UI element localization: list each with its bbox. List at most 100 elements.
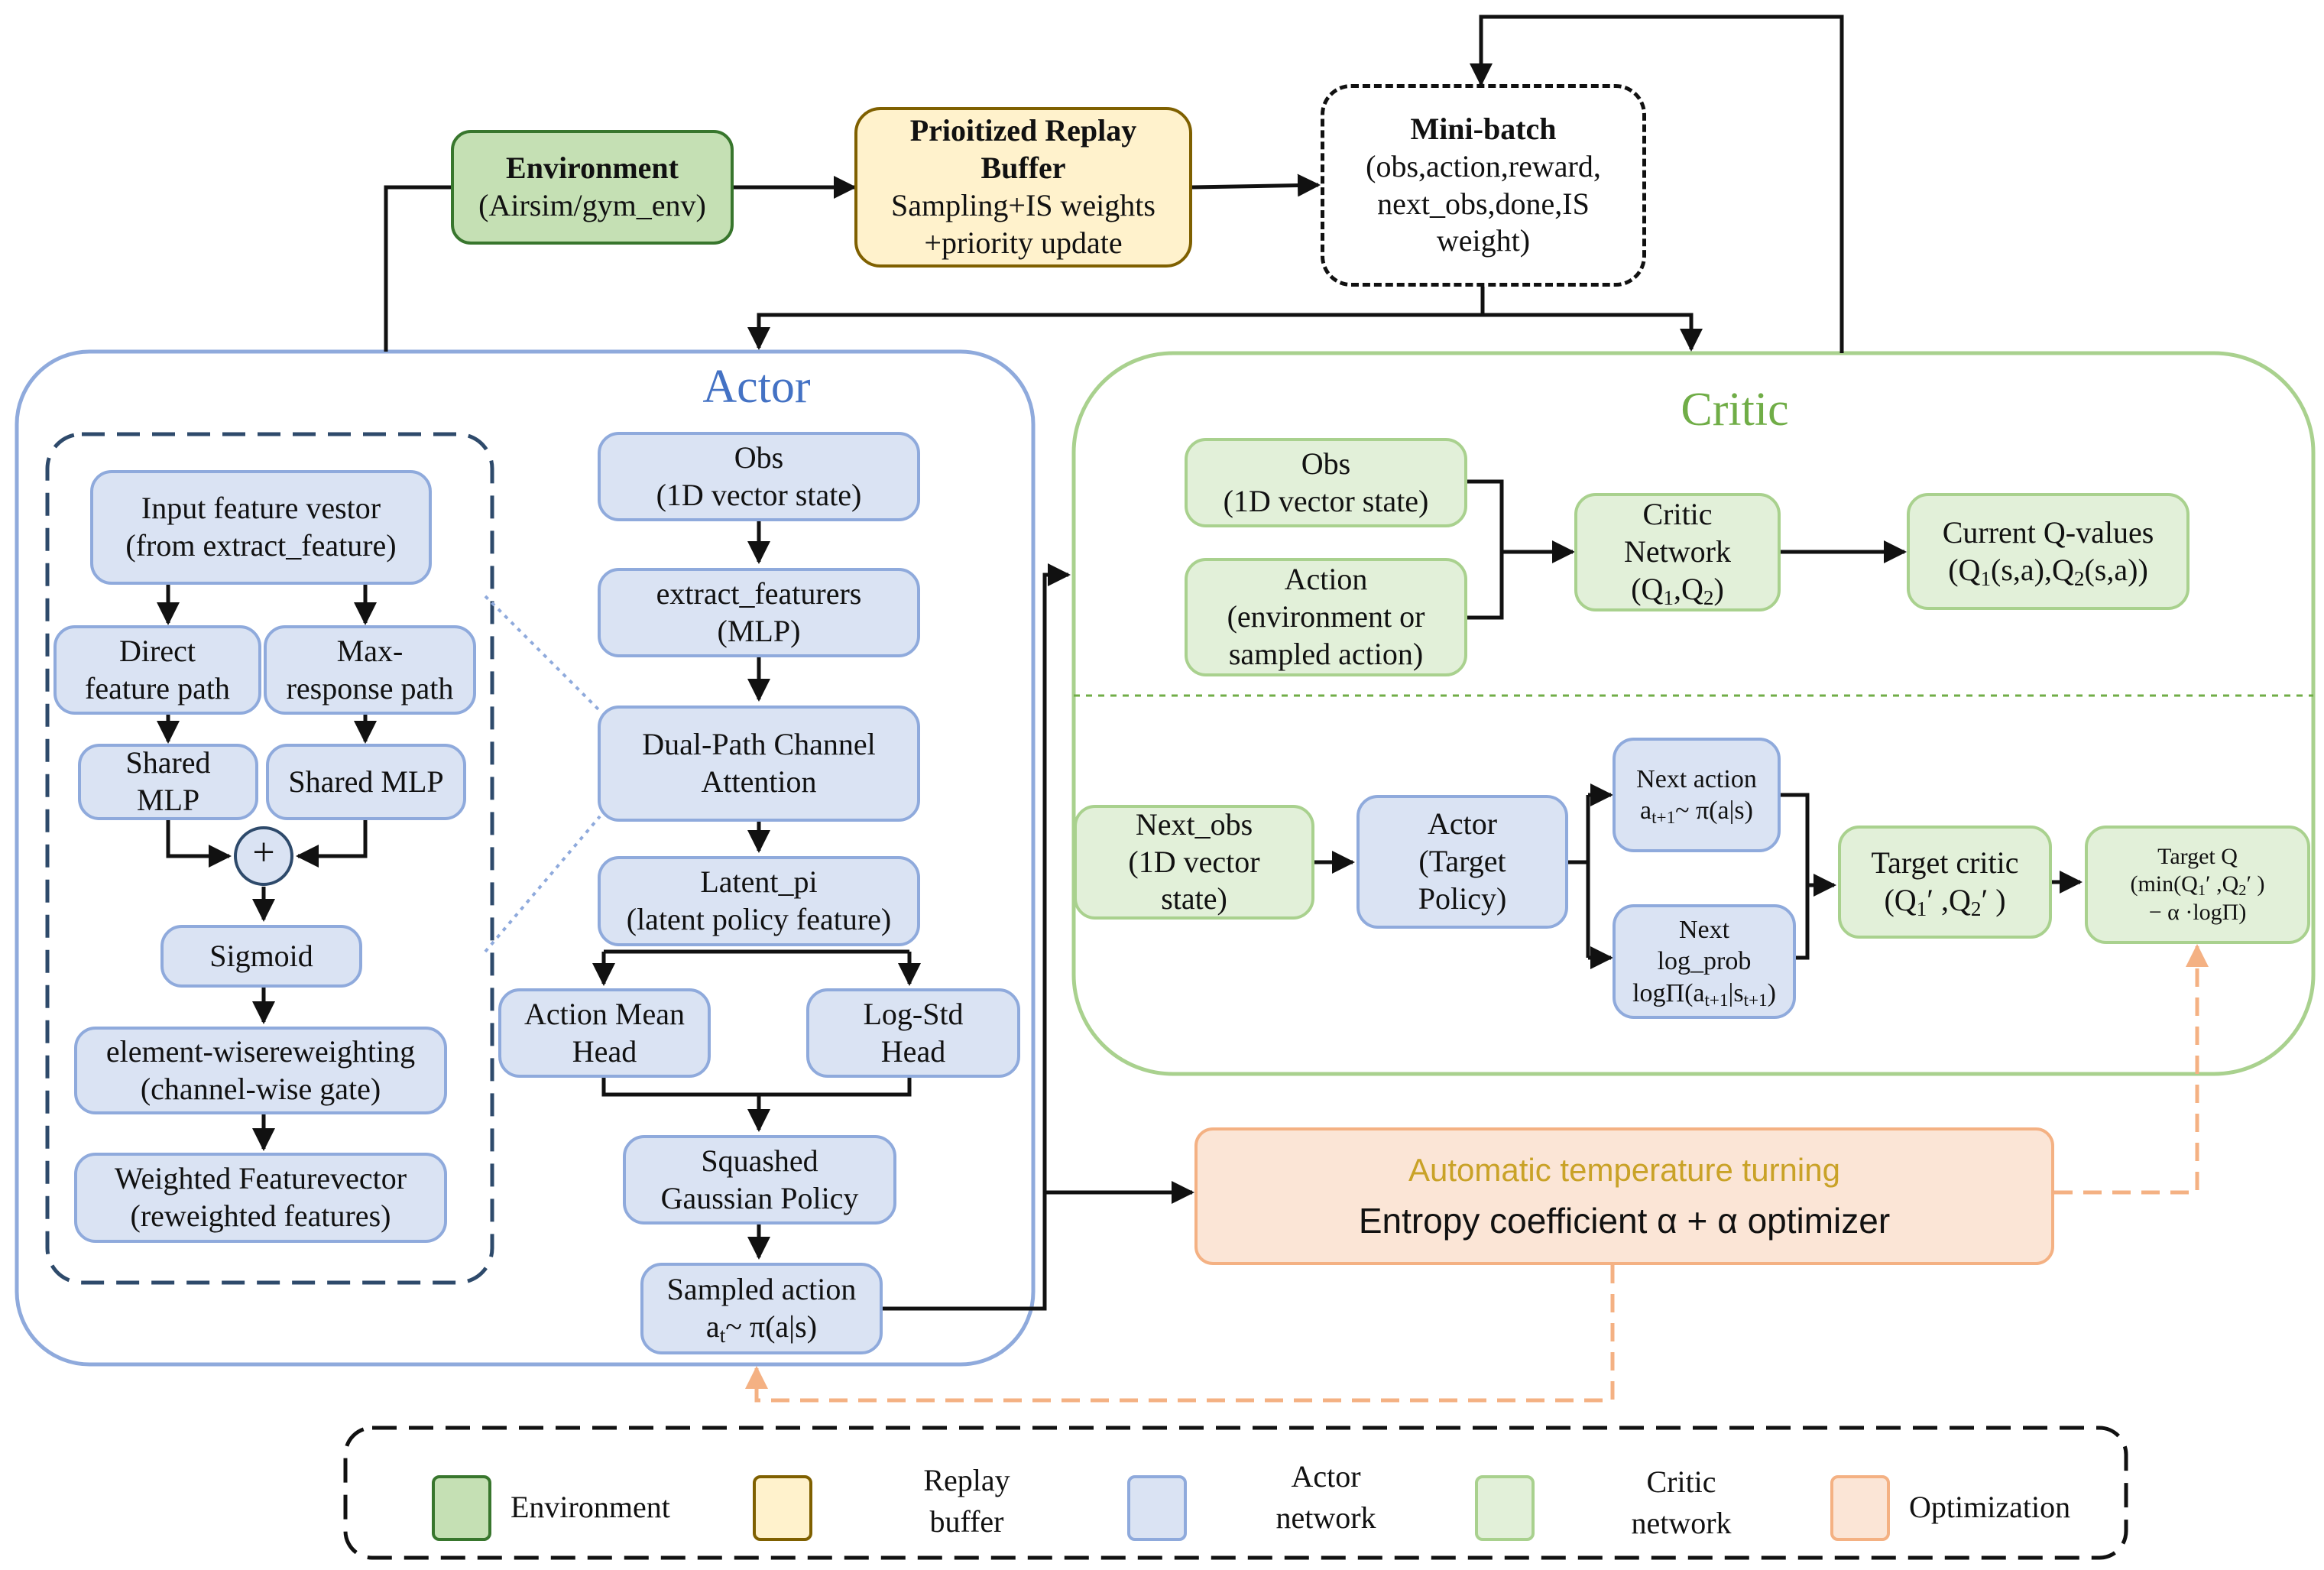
latent-pi-node: Latent_pi (latent policy feature) — [598, 856, 920, 946]
logprob-formula: logΠ(at+1|st+1) — [1632, 978, 1776, 1009]
current-l1: Current Q-values — [1942, 514, 2154, 550]
extract-l1: extract_featurers — [656, 576, 862, 611]
sampled-t: t — [719, 1323, 726, 1347]
cur-p1: (Q — [1948, 552, 1981, 587]
cn-q2: ,Q — [1674, 571, 1703, 606]
cn-close: ) — [1713, 571, 1724, 606]
weighted-l1: Weighted Featurevector — [114, 1161, 407, 1196]
critic-action-l2: (environment or — [1227, 599, 1425, 634]
direct-path-node: Direct feature path — [53, 625, 261, 715]
dual-l1: Dual-Path Channel — [642, 727, 876, 762]
tq-p1: (min(Q — [2130, 871, 2198, 897]
latent-l2: (latent policy feature) — [626, 902, 892, 936]
logstd-l1: Log-Std — [863, 996, 964, 1031]
input-feature-node: Input feature vestor (from extract_featu… — [90, 470, 432, 585]
target-critic-l1: Target critic — [1871, 845, 2019, 881]
logprob-l2: log_prob — [1657, 947, 1752, 976]
mean-l2: Head — [572, 1033, 637, 1069]
cur-s2: 2 — [2073, 566, 2085, 590]
critic-action-l1: Action — [1284, 562, 1368, 597]
legend-label-replay-buffer: Replay buffer — [841, 1460, 1093, 1542]
arrow-loop-to-minibatch — [1470, 15, 1844, 353]
attention-detail-container — [45, 432, 494, 1285]
target-actor-l1: Actor — [1427, 806, 1498, 842]
squashed-gaussian-node: Squashed Gaussian Policy — [623, 1135, 896, 1225]
legend-swatch-critic — [1475, 1475, 1535, 1541]
tc-s1: 1 — [1916, 897, 1927, 920]
dual-l2: Attention — [701, 764, 817, 799]
tc-p3: ′ ) — [1981, 883, 2006, 917]
next-obs-l3: state) — [1161, 881, 1227, 916]
line-actor-to-env — [384, 185, 451, 352]
critic-title: Critic — [1681, 384, 1789, 436]
legend-swatch-environment — [432, 1475, 491, 1541]
direct-l1: Direct — [119, 633, 196, 668]
optimization-subtitle: Entropy coefficient α + α optimizer — [1358, 1200, 1891, 1241]
minibatch-line3: next_obs,done,IS — [1377, 186, 1590, 221]
current-q-values-node: Current Q-values (Q1(s,a),Q2(s,a)) — [1907, 493, 2189, 610]
minibatch-node: Mini-batch (obs,action,reward, next_obs,… — [1321, 84, 1646, 287]
shared2-label: Shared MLP — [288, 764, 444, 799]
tq-p2: ′ ,Q — [2206, 871, 2239, 897]
arrow-buffer-to-minibatch — [1191, 174, 1321, 197]
target-q-node: Target Q (min(Q1′ ,Q2′ ) − α ·logΠ) — [2085, 826, 2310, 944]
na-sub: t+1 — [1651, 807, 1676, 828]
target-actor-l3: Policy) — [1418, 881, 1507, 916]
log-std-head-node: Log-Std Head — [806, 988, 1020, 1078]
legend-critic-l1: Critic — [1646, 1465, 1716, 1499]
target-q-l3: − α ·logΠ) — [2148, 899, 2247, 925]
replay-buffer-line4: +priority update — [924, 225, 1123, 260]
na-a: a — [1640, 796, 1652, 825]
replay-buffer-node: Prioitized Replay Buffer Sampling+IS wei… — [854, 107, 1192, 268]
sampled-a: a — [705, 1309, 720, 1344]
arrow-opt-to-actor — [745, 1265, 1615, 1403]
legend-replay-l1: Replay — [923, 1463, 1010, 1497]
shared-mlp-left-node: Shared MLP — [78, 744, 258, 820]
legend-actor-l1: Actor — [1291, 1459, 1361, 1494]
extract-features-node: extract_featurers (MLP) — [598, 568, 920, 657]
direct-l2: feature path — [85, 670, 230, 706]
replay-buffer-title-2: Buffer — [980, 151, 1066, 186]
replay-buffer-title: Prioitized Replay — [909, 113, 1137, 148]
lp-p3: ) — [1767, 978, 1776, 1007]
legend-box — [343, 1426, 2128, 1560]
legend-actor-l2: network — [1275, 1500, 1376, 1535]
squashed-l1: Squashed — [701, 1143, 818, 1178]
legend-label-optimization: Optimization — [1909, 1490, 2071, 1524]
elementwise-l2: (channel-wise gate) — [140, 1071, 381, 1106]
actor-obs-l2: (1D vector state) — [656, 477, 862, 512]
sigmoid-node: Sigmoid — [160, 925, 362, 988]
next-obs-l1: Next_obs — [1135, 806, 1253, 842]
mean-l1: Action Mean — [524, 996, 685, 1031]
shared1-l1: Shared — [125, 745, 211, 780]
lp-s2: t+1 — [1743, 990, 1768, 1010]
optimization-title: Automatic temperature turning — [1408, 1152, 1840, 1189]
maxresp-l1: Max- — [336, 633, 404, 668]
environment-node: Environment (Airsim/gym_env) — [451, 130, 734, 245]
cn-q1: Q — [1641, 571, 1664, 606]
critic-obs-l2: (1D vector state) — [1223, 483, 1429, 518]
max-response-path-node: Max- response path — [264, 625, 476, 715]
target-q-formula: (min(Q1′ ,Q2′ ) — [2130, 871, 2264, 899]
next-action-node: Next action at+1~ π(a|s) — [1613, 738, 1781, 852]
tc-p1: (Q — [1884, 883, 1917, 917]
legend-label-environment: Environment — [511, 1490, 670, 1524]
sampled-action-node: Sampled action at~ π(a|s) — [640, 1263, 883, 1354]
sampled-formula: at~ π(a|s) — [706, 1309, 817, 1346]
arrow-minibatch-to-actor — [747, 287, 1485, 350]
legend-swatch-optimization — [1830, 1475, 1890, 1541]
latent-l1: Latent_pi — [700, 864, 818, 900]
next-action-formula: at+1~ π(a|s) — [1640, 795, 1753, 826]
tq-s2: 2 — [2238, 882, 2247, 900]
tq-p3: ′ ) — [2246, 871, 2265, 897]
cur-p2: (s,a),Q — [1991, 552, 2074, 587]
shared-mlp-right-node: Shared MLP — [266, 744, 466, 820]
critic-obs-l1: Obs — [1301, 446, 1351, 481]
sigmoid-label: Sigmoid — [209, 938, 313, 973]
logstd-l2: Head — [880, 1033, 946, 1069]
actor-obs-l1: Obs — [734, 440, 784, 475]
actor-container — [15, 349, 1036, 1367]
critic-obs-node: Obs (1D vector state) — [1185, 438, 1467, 527]
environment-subtitle: (Airsim/gym_env) — [478, 188, 706, 222]
